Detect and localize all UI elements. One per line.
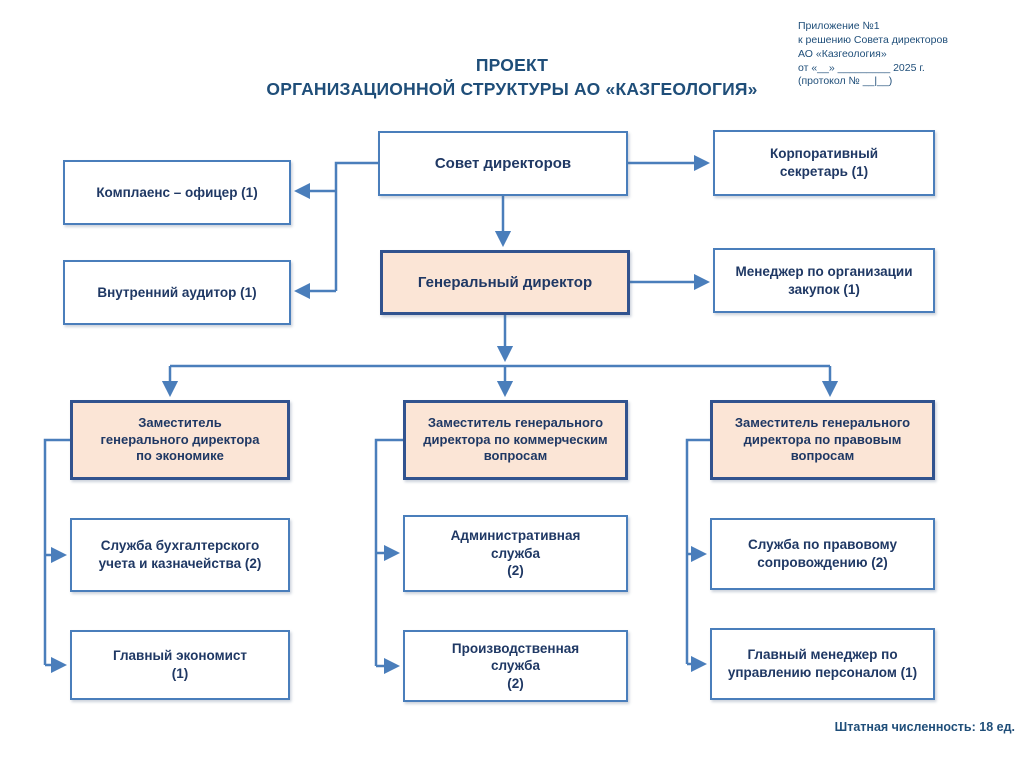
line-board-left-elbow — [334, 161, 378, 291]
line-deputy1-elbow — [43, 438, 70, 665]
page-title: ПРОЕКТ ОРГАНИЗАЦИОННОЙ СТРУКТУРЫ АО «КАЗ… — [266, 55, 758, 99]
box-production-service: Производственная служба (2) — [403, 630, 628, 702]
appendix-note: Приложение №1 к решению Совета директоро… — [798, 20, 948, 88]
box-board-of-directors: Совет директоров — [378, 131, 628, 196]
box-deputy-economy: Заместитель генерального директора по эк… — [70, 400, 290, 480]
box-compliance-officer: Комплаенс – офицер (1) — [63, 160, 291, 225]
line-deputy2-elbow — [374, 438, 403, 666]
line-deputy3-elbow — [685, 438, 710, 664]
box-chief-economist: Главный экономист (1) — [70, 630, 290, 700]
box-internal-auditor: Внутренний аудитор (1) — [63, 260, 291, 325]
box-administrative-service: Административная служба (2) — [403, 515, 628, 592]
box-procurement-manager: Менеджер по организации закупок (1) — [713, 248, 935, 313]
box-deputy-commercial: Заместитель генерального директора по ко… — [403, 400, 628, 480]
box-hr-manager: Главный менеджер по управлению персонало… — [710, 628, 935, 700]
box-accounting-service: Служба бухгалтерского учета и казначейст… — [70, 518, 290, 592]
box-legal-service: Служба по правовому сопровождению (2) — [710, 518, 935, 590]
box-corporate-secretary: Корпоративный секретарь (1) — [713, 130, 935, 196]
box-deputy-legal: Заместитель генерального директора по пр… — [710, 400, 935, 480]
headcount-note: Штатная численность: 18 ед. — [834, 720, 1015, 734]
box-ceo: Генеральный директор — [380, 250, 630, 315]
